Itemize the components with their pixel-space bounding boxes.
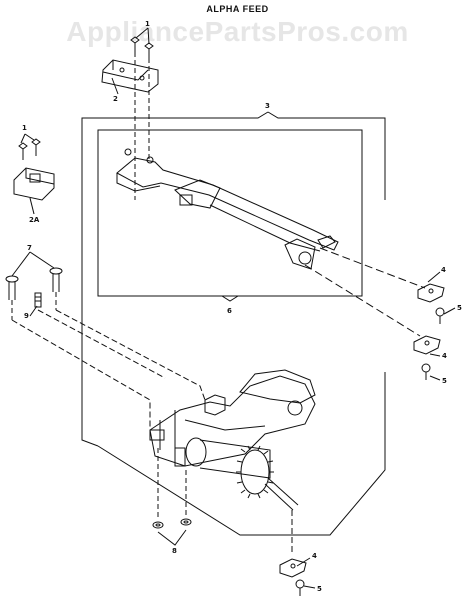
set-screw-9 bbox=[34, 292, 42, 308]
bracket-line-3 bbox=[81, 111, 269, 447]
diagram-title: ALPHA FEED bbox=[206, 4, 269, 14]
callout-6: 6 bbox=[227, 307, 232, 315]
callout-4-upper: 4 bbox=[441, 266, 446, 274]
callout-2a: 2A bbox=[29, 216, 40, 224]
callout-4-middle: 4 bbox=[442, 352, 447, 360]
bracket-2a bbox=[13, 138, 55, 201]
callout-4-lower: 4 bbox=[312, 552, 317, 560]
screw-5-middle bbox=[421, 363, 431, 380]
clamp-4-middle bbox=[413, 335, 441, 355]
assembly-box-6 bbox=[97, 129, 363, 297]
washers-8 bbox=[152, 518, 192, 546]
callout-1-left: 1 bbox=[22, 124, 27, 132]
lower-feed-mechanism bbox=[149, 369, 316, 511]
screw-5-lower bbox=[295, 579, 305, 596]
callout-2: 2 bbox=[113, 95, 118, 103]
callout-5-middle: 5 bbox=[442, 377, 447, 385]
callout-9: 9 bbox=[24, 312, 29, 320]
callout-8: 8 bbox=[172, 547, 177, 555]
callout-7: 7 bbox=[27, 244, 32, 252]
callout-1-top: 1 bbox=[145, 20, 150, 28]
clamp-4-upper bbox=[417, 283, 445, 303]
feed-bar bbox=[116, 148, 339, 270]
top-bracket bbox=[101, 59, 159, 93]
top-screws bbox=[130, 36, 154, 200]
clamp-4-lower bbox=[279, 558, 307, 578]
callout-5-upper: 5 bbox=[457, 304, 462, 312]
feed-gear bbox=[236, 445, 274, 499]
screw-5-upper bbox=[435, 307, 445, 324]
callout-5-lower: 5 bbox=[317, 585, 322, 593]
screws-7 bbox=[5, 267, 63, 320]
watermark: AppliancePartsPros.com bbox=[66, 16, 409, 47]
callout-3: 3 bbox=[265, 102, 270, 110]
